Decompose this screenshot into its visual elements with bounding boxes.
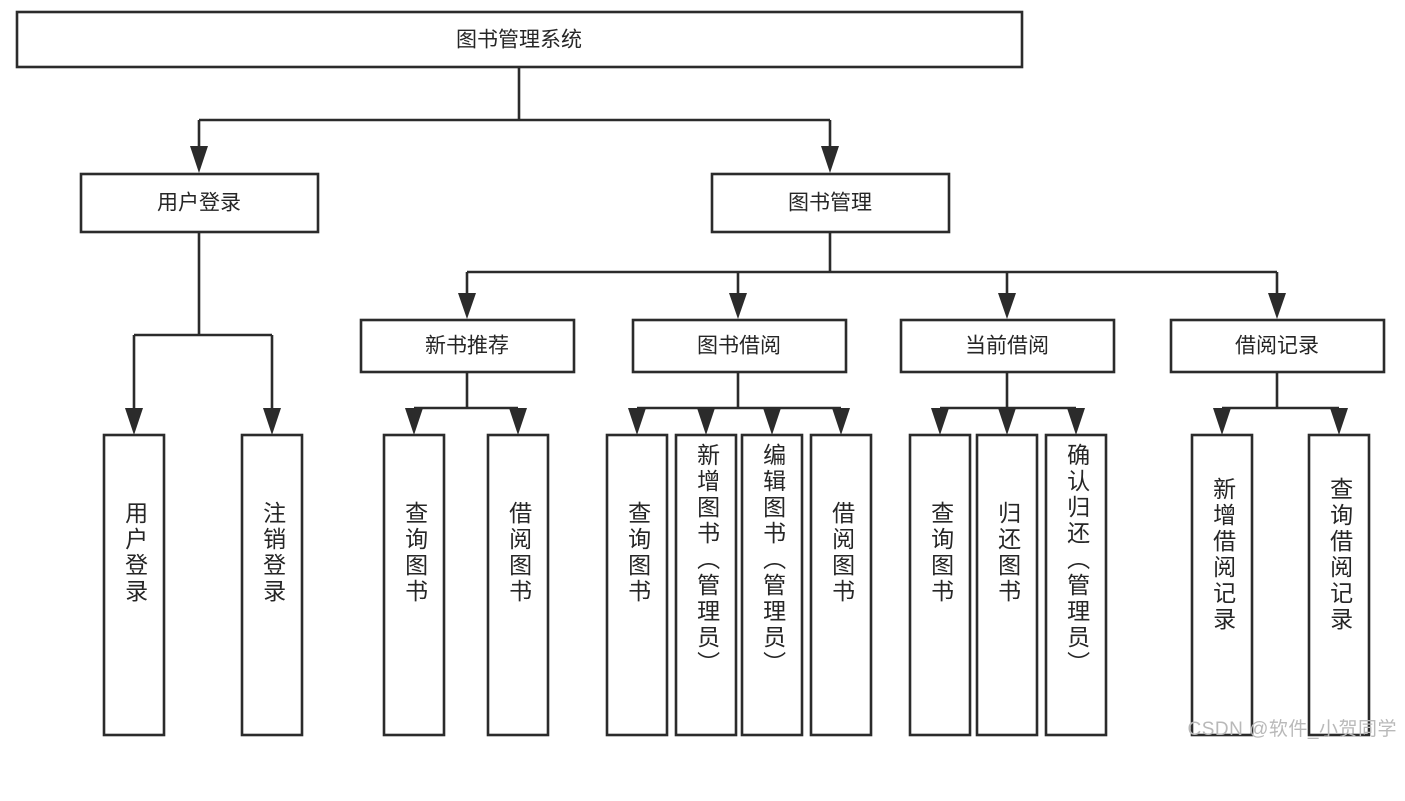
node-box-leaf-edit-book[interactable] <box>740 433 804 737</box>
node-box-new-book-recommend[interactable] <box>359 318 576 374</box>
node-box-leaf-return-book[interactable] <box>975 433 1039 737</box>
arrow-head-leaf-query-record <box>1330 408 1348 435</box>
node-box-leaf-query-book-1[interactable] <box>382 433 446 737</box>
arrow-head-bookmgmt <box>821 146 839 173</box>
node-box-leaf-query-book-3[interactable] <box>908 433 972 737</box>
arrow-head-leaf-user-logout <box>263 408 281 435</box>
arrow-head-leaf-user-login <box>125 408 143 435</box>
diagram-canvas: 图书管理系统 用户登录 图书管理 新书推荐 图书借阅 当前借阅 借阅记录 <box>15 10 1386 737</box>
node-box-leaf-add-record[interactable] <box>1190 433 1254 737</box>
node-box-leaf-add-book[interactable] <box>674 433 738 737</box>
arrow-head-leaf-confirm-return <box>1067 408 1085 435</box>
node-box-leaf-borrow-book-2[interactable] <box>809 433 873 737</box>
node-box-user-login[interactable] <box>79 172 320 234</box>
node-label-user-login: 用户登录 <box>157 192 241 215</box>
arrow-head-leaf-add-record <box>1213 408 1231 435</box>
node-box-book-management[interactable] <box>710 172 951 234</box>
node-label-current-borrow: 当前借阅 <box>965 335 1049 358</box>
node-box-leaf-user-logout[interactable] <box>240 433 304 737</box>
node-label-book-management: 图书管理 <box>788 192 872 215</box>
node-box-borrow-record[interactable] <box>1169 318 1386 374</box>
node-layer: 图书管理系统 用户登录 图书管理 新书推荐 图书借阅 当前借阅 借阅记录 <box>15 10 1386 737</box>
node-box-leaf-borrow-book-1[interactable] <box>486 433 550 737</box>
arrow-head-book-borrow <box>729 293 747 319</box>
arrow-head-leaf-borrow-book-1 <box>509 408 527 435</box>
arrow-head-borrow-record <box>1268 293 1286 319</box>
node-box-leaf-query-record[interactable] <box>1307 433 1371 737</box>
node-label-borrow-record: 借阅记录 <box>1235 335 1319 358</box>
node-box-leaf-confirm-return[interactable] <box>1044 433 1108 737</box>
arrow-head-new-book-recommend <box>458 293 476 319</box>
node-label-new-book-recommend: 新书推荐 <box>425 335 509 358</box>
node-box-leaf-query-book-2[interactable] <box>605 433 669 737</box>
connector-layer <box>125 67 1348 435</box>
arrow-head-leaf-query-book-2 <box>628 408 646 435</box>
node-box-title[interactable] <box>15 10 1024 69</box>
node-box-current-borrow[interactable] <box>899 318 1116 374</box>
node-box-book-borrow[interactable] <box>631 318 848 374</box>
arrow-head-userlogin <box>190 146 208 173</box>
arrow-head-leaf-borrow-book-2 <box>832 408 850 435</box>
csdn-watermark: CSDN @软件_小贺同学 <box>1187 719 1397 740</box>
node-label-book-borrow: 图书借阅 <box>697 335 781 358</box>
node-label-title: 图书管理系统 <box>456 29 582 52</box>
arrow-head-leaf-add-book <box>697 408 715 435</box>
org-chart-diagram: 图书管理系统 用户登录 图书管理 新书推荐 图书借阅 当前借阅 借阅记录 <box>15 10 1397 740</box>
arrow-head-leaf-edit-book <box>763 408 781 435</box>
arrow-head-leaf-query-book-3 <box>931 408 949 435</box>
arrow-head-leaf-query-book-1 <box>405 408 423 435</box>
node-box-leaf-user-login[interactable] <box>102 433 166 737</box>
arrow-head-leaf-return-book <box>998 408 1016 435</box>
arrow-head-current-borrow <box>998 293 1016 319</box>
